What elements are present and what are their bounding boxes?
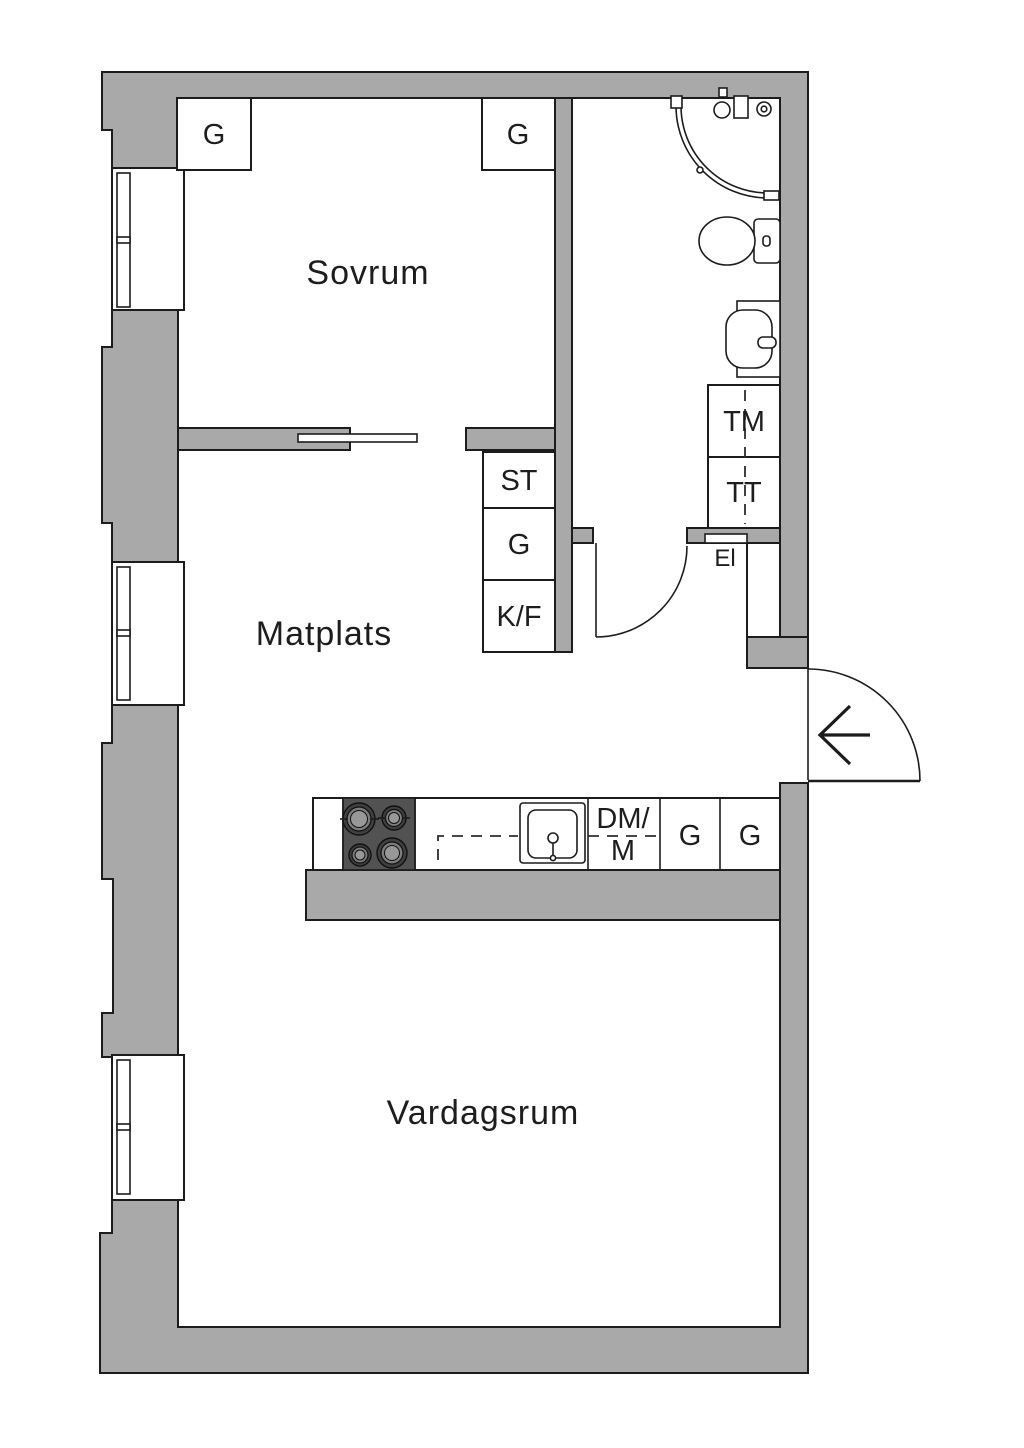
cleaning-cabinet-box xyxy=(482,451,556,509)
label-tumble-dryer: TT xyxy=(726,477,762,509)
laundry-stack xyxy=(707,384,781,529)
label-washing-machine: TM xyxy=(723,406,765,438)
sink-faucet-end xyxy=(549,854,557,862)
electrical-cabinet-door xyxy=(704,533,748,544)
door-swing-arc xyxy=(807,668,921,782)
window-vardagsrum xyxy=(111,1054,185,1201)
window-divider xyxy=(116,629,131,637)
wardrobe-box xyxy=(176,97,252,171)
hall-wardrobe-box xyxy=(482,507,556,581)
burner xyxy=(342,802,376,836)
window-matplats xyxy=(111,561,185,706)
cabinet-stack xyxy=(482,451,556,653)
wall-bathroom-door-jamb xyxy=(571,527,594,544)
shower-drain-inner xyxy=(760,105,768,113)
entry-door xyxy=(807,668,921,783)
wardrobe-box xyxy=(481,97,556,171)
washbasin-faucet xyxy=(757,336,777,349)
sliding-door-leaf xyxy=(297,433,418,443)
hall-niche xyxy=(746,542,781,638)
toilet xyxy=(698,216,781,266)
window-divider xyxy=(116,1123,131,1131)
room-label-matplats: Matplats xyxy=(256,615,393,653)
wall-bathroom-partition xyxy=(554,97,573,653)
label-kitchen-cabinet-right: G xyxy=(739,820,762,852)
kitchen-counter xyxy=(312,797,781,871)
label-fridge-freezer: K/F xyxy=(496,601,541,633)
room-label-vardagsrum: Vardagsrum xyxy=(387,1094,580,1132)
interior-walls xyxy=(177,97,809,921)
wall-bottom-left-right xyxy=(99,782,809,1374)
labels: Sovrum Matplats Vardagsrum G G ST G K/F … xyxy=(203,119,765,1132)
wall-kitchen-half xyxy=(305,869,781,921)
shower-hinge-side xyxy=(763,190,780,201)
wall-stub-above-cabinets xyxy=(465,427,556,451)
door-swing-arc xyxy=(595,545,688,638)
label-electrical: El xyxy=(714,545,735,572)
wall-left-pier-1 xyxy=(101,309,179,563)
shower-door-handle xyxy=(696,166,704,174)
kitchen-sink xyxy=(519,802,586,864)
label-wardrobe-bedroom-left: G xyxy=(203,119,226,151)
shower-glass-inner-arc xyxy=(680,98,769,194)
shower-mixer-valve xyxy=(713,101,731,119)
shower-mixer-knob xyxy=(718,87,728,98)
wall-left-pier-2 xyxy=(101,704,179,1058)
toilet-flush-button xyxy=(762,235,771,247)
label-wardrobe-bedroom-right: G xyxy=(507,119,530,151)
shower-mixer-body xyxy=(733,95,749,119)
entry-arrow-icon xyxy=(817,704,870,766)
window-bedroom xyxy=(111,167,185,311)
corner-shower xyxy=(670,87,780,201)
label-hall-wardrobe: G xyxy=(508,529,531,561)
label-kitchen-cabinet-left: G xyxy=(679,820,702,852)
burner xyxy=(376,837,408,869)
stove xyxy=(340,797,416,871)
tumble-dryer-box xyxy=(707,456,781,529)
shower-drain-outer xyxy=(756,101,772,117)
label-cleaning-cabinet: ST xyxy=(500,465,537,497)
room-label-sovrum: Sovrum xyxy=(306,254,429,292)
fridge-freezer-box xyxy=(482,579,556,653)
toilet-bowl xyxy=(698,216,756,266)
shower-hinge-top xyxy=(670,95,683,109)
label-dishwasher-line2: M xyxy=(611,835,635,867)
bathroom-door xyxy=(595,543,688,638)
sliding-door-bedroom xyxy=(297,433,418,443)
label-dishwasher-line1: DM/ xyxy=(596,803,650,835)
perimeter-walls xyxy=(99,71,809,1374)
washbasin xyxy=(725,300,781,378)
washing-machine-box xyxy=(707,384,781,458)
burner xyxy=(348,843,372,867)
sink-faucet xyxy=(547,832,559,844)
window-divider xyxy=(116,236,131,244)
wall-entry-jamb-block xyxy=(746,636,809,669)
counter-dashed-line xyxy=(437,835,656,860)
